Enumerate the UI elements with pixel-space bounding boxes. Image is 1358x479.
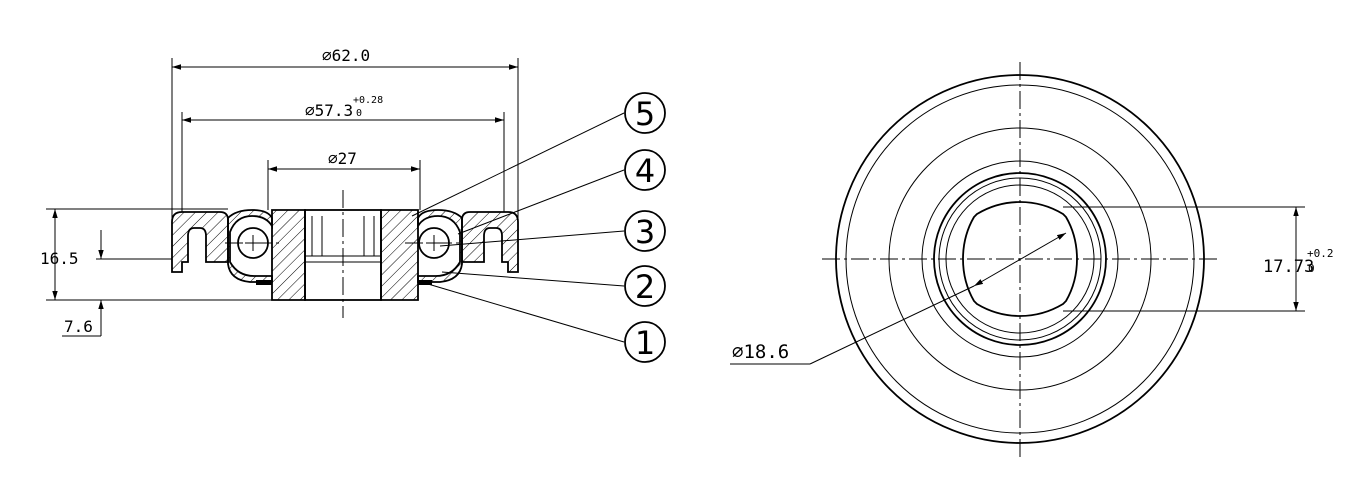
dim-inner-diameter: ⌀57.3 [305, 101, 353, 120]
section-view: ⌀62.0 ⌀57.3 +0.28 0 ⌀27 16.5 7.6 5 4 3 2 [40, 46, 666, 363]
dim-offset: 7.6 [64, 317, 93, 336]
dim-inner-tol-upper: +0.28 [353, 95, 383, 106]
bearing-ring-right [417, 209, 463, 283]
balloon-2-label: 2 [635, 268, 655, 306]
balloon-1: 1 [624, 321, 666, 363]
leader-4 [457, 169, 625, 235]
dim-hub-diameter: ⌀27 [328, 149, 357, 168]
hub-circle [933, 172, 1107, 346]
leader-1 [427, 283, 625, 343]
balloon-5-label: 5 [635, 95, 655, 133]
balloon-4-label: 4 [635, 152, 655, 190]
dim-line-bore-diameter [973, 232, 1067, 287]
dim-across-flats-tol-upper: +0.2 [1307, 247, 1334, 260]
hex-bore [962, 201, 1078, 317]
hub-bore [304, 209, 382, 301]
dim-outer-diameter: ⌀62.0 [322, 46, 370, 65]
outer-flange-left [171, 211, 229, 273]
dim-inner-tol-lower: 0 [356, 108, 362, 119]
seal-right [418, 280, 432, 285]
outer-circle-2 [845, 84, 1195, 434]
balloon-3-label: 3 [635, 213, 655, 251]
bore-diameter-leader [809, 285, 975, 365]
balloon-1-label: 1 [635, 324, 655, 362]
balloon-5: 5 [624, 92, 666, 134]
hub-right-half [380, 209, 419, 301]
leader-3 [439, 230, 625, 247]
inner-circle [921, 160, 1119, 358]
hub-circle-3 [945, 184, 1095, 334]
dim-across-flats: 17.73 [1263, 257, 1314, 277]
hub-circle-2 [938, 177, 1102, 341]
balloon-2: 2 [624, 265, 666, 307]
leader-5 [411, 112, 625, 217]
ball-right [418, 227, 450, 259]
balloon-3: 3 [624, 210, 666, 252]
seal-left [256, 280, 272, 285]
bearing-ring-left [227, 209, 273, 283]
dim-bore-diameter: ⌀18.6 [732, 341, 789, 363]
dim-across-flats-tol-lower: 0 [1308, 262, 1315, 275]
leader-2 [441, 271, 625, 287]
balloon-4: 4 [624, 149, 666, 191]
end-view: 17.73 +0.2 0 ⌀18.6 [730, 62, 1334, 458]
middle-circle [888, 127, 1152, 391]
dim-height: 16.5 [40, 249, 79, 268]
ball-left [237, 227, 269, 259]
hub-left-half [271, 209, 306, 301]
outer-circle [835, 74, 1205, 444]
